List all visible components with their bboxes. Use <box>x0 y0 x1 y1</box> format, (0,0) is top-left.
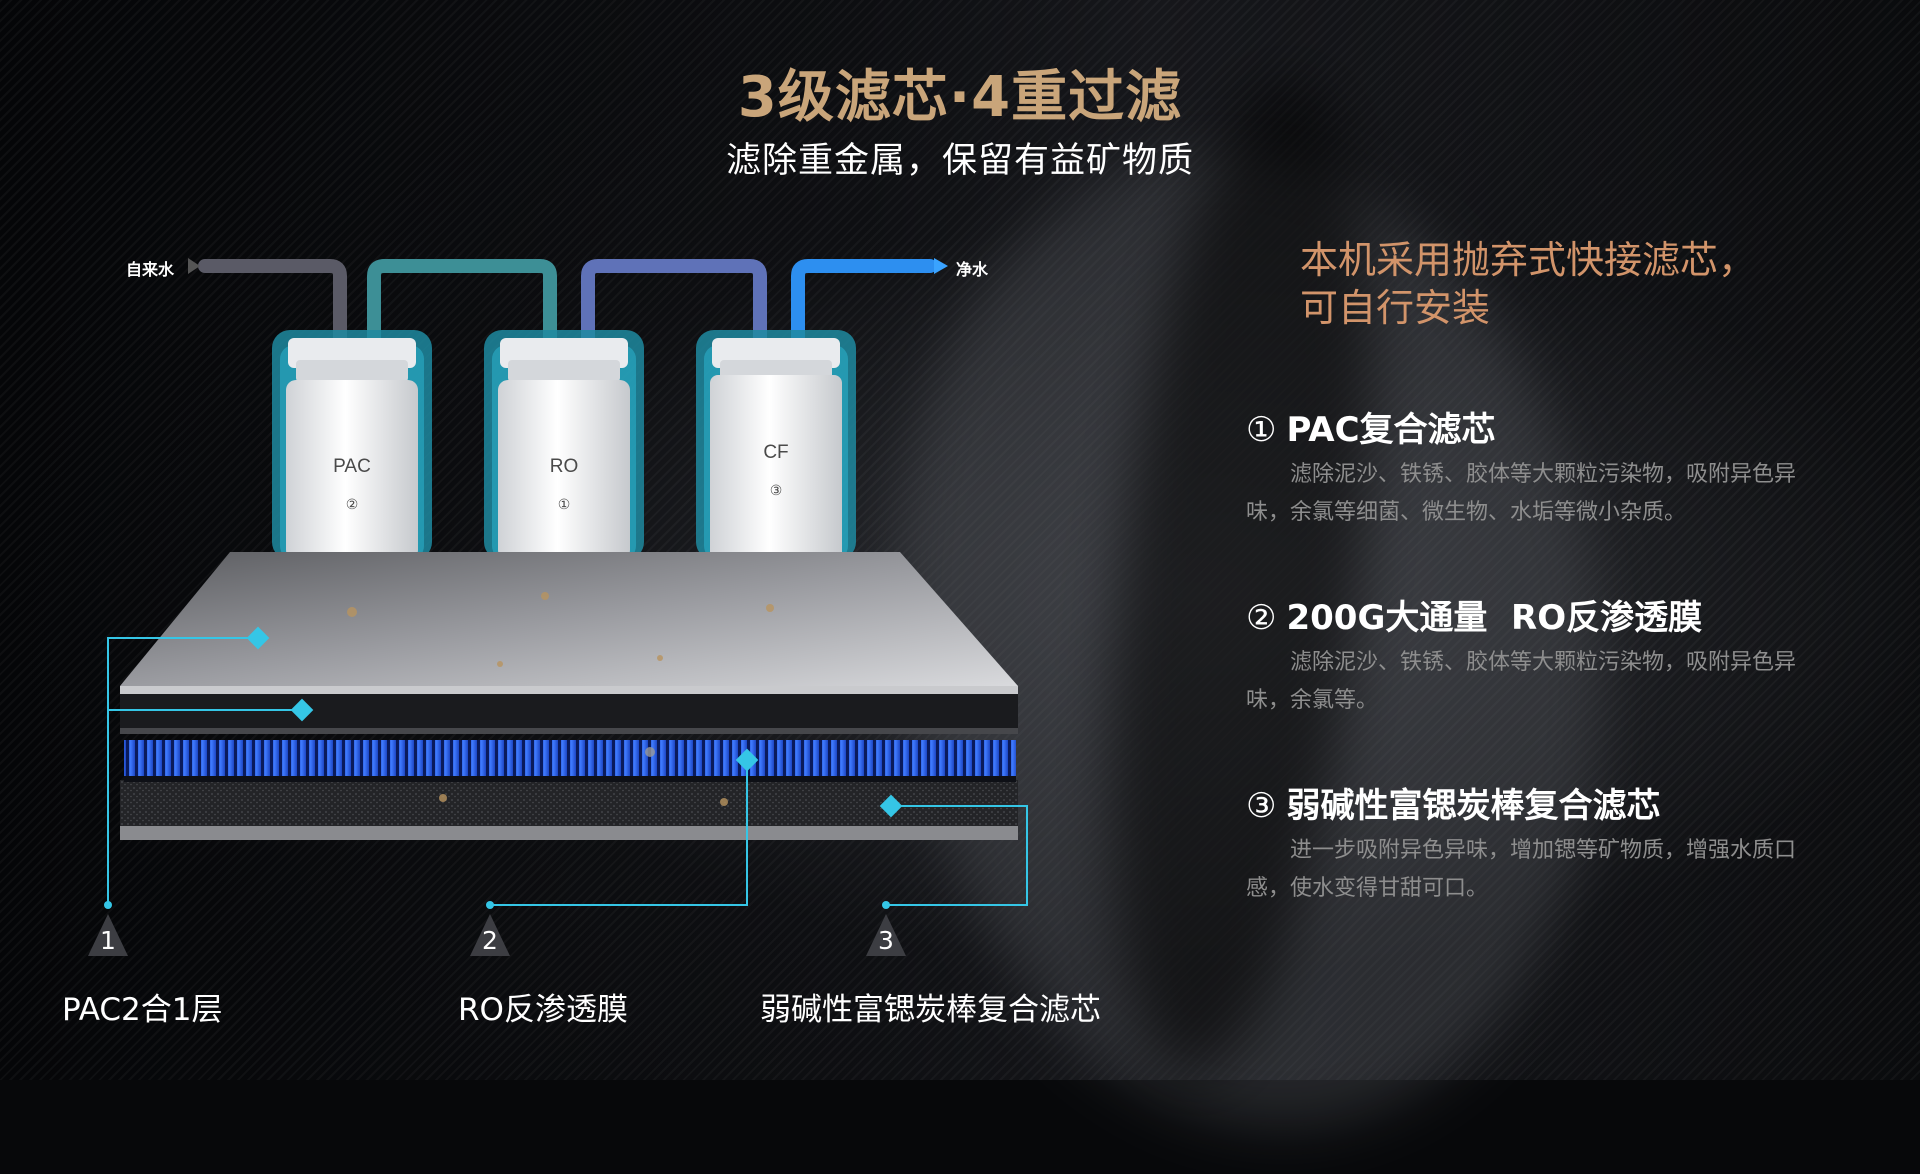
layer-3-number: 3 <box>878 926 894 955</box>
feature-cf-desc: 进一步吸附异色异味，增加锶等矿物质，增强水质口感，使水变得甘甜可口。 <box>1246 838 1797 901</box>
pipe-pac-to-ro <box>367 259 557 347</box>
layer-1-number: 1 <box>100 926 116 955</box>
cartridge-ro-index: ① <box>557 496 571 512</box>
inlet-arrow-icon <box>188 258 200 274</box>
cartridge-ro <box>484 330 644 560</box>
outlet-pipe <box>791 259 937 347</box>
layer-3-label: 弱碱性富锶炭棒复合滤芯 <box>760 992 1101 1028</box>
callout-lines <box>107 637 1028 906</box>
layer-bottom-plate <box>120 822 1018 840</box>
cartridge-cf-index: ③ <box>769 482 783 498</box>
feature-pac-desc: 滤除泥沙、铁锈、胶体等大颗粒污染物，吸附异色异味，余氯等细菌、微生物、水垢等微小… <box>1246 462 1797 525</box>
cartridge-pac-index: ② <box>345 496 359 512</box>
layer-pac-top <box>120 552 1018 686</box>
layer-pac-dark <box>120 688 1018 734</box>
cartridge-cf <box>696 330 856 560</box>
water-pipes <box>198 259 937 347</box>
layer-number-markers <box>88 914 906 956</box>
pipe-ro-to-cf <box>581 259 767 347</box>
layer-2-label: RO反渗透膜 <box>458 992 628 1028</box>
feature-ro-desc: 滤除泥沙、铁锈、胶体等大颗粒污染物，吸附异色异味，余氯等。 <box>1246 650 1797 713</box>
layer-1-label: PAC2合1层 <box>62 992 223 1028</box>
cartridge-ro-label: RO ① <box>514 456 614 513</box>
cartridge-cf-label: CF ③ <box>726 442 826 499</box>
cartridge-pac <box>272 330 432 560</box>
filter-layers <box>120 552 1018 840</box>
inlet-pipe <box>198 259 347 347</box>
outlet-arrow-icon <box>934 258 948 274</box>
install-headline: 本机采用抛弃式快接滤芯， 可自行安装 <box>1300 238 1757 330</box>
page-title: 3级滤芯·4重过滤 <box>737 65 1183 130</box>
outlet-label: 净水 <box>956 260 989 279</box>
layer-ro-membrane <box>124 740 1016 780</box>
filtration-diagram <box>88 258 1028 956</box>
layer-2-number: 2 <box>482 926 498 955</box>
cartridge-pac-label: PAC ② <box>302 456 402 513</box>
layer-carbon <box>120 780 1018 826</box>
page-subtitle: 滤除重金属，保留有益矿物质 <box>725 141 1194 181</box>
callout-markers <box>104 626 903 909</box>
inlet-label: 自来水 <box>126 260 175 279</box>
